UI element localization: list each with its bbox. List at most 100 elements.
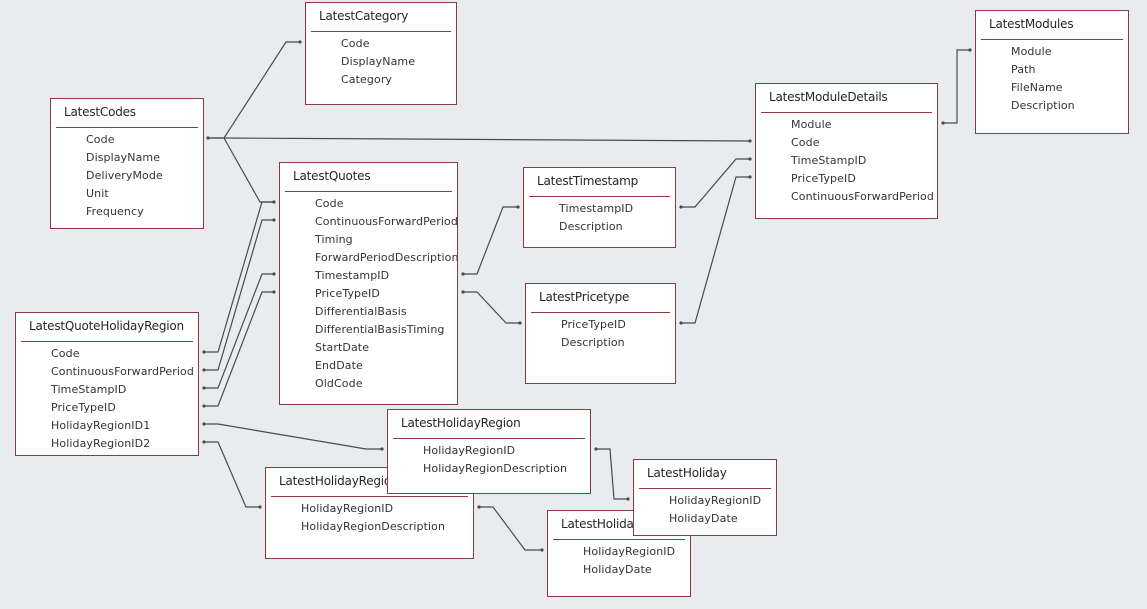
- field-item[interactable]: Code: [51, 347, 80, 360]
- relationship-line[interactable]: [596, 448, 628, 500]
- field-item[interactable]: TimeStampID: [791, 154, 867, 167]
- field-item[interactable]: PriceTypeID: [561, 318, 626, 331]
- field-item[interactable]: Description: [561, 336, 625, 349]
- relationship-line[interactable]: [204, 201, 274, 353]
- table-title[interactable]: LatestCodes: [64, 105, 136, 119]
- relationship-line[interactable]: [463, 206, 518, 275]
- field-item[interactable]: StartDate: [315, 341, 370, 354]
- field-list: PriceTypeID Description: [561, 316, 626, 352]
- table-title[interactable]: LatestTimestamp: [537, 174, 639, 188]
- field-item[interactable]: Code: [791, 136, 820, 149]
- table-title[interactable]: LatestPricetype: [539, 290, 630, 304]
- table-title[interactable]: LatestQuotes: [293, 169, 371, 183]
- field-item[interactable]: Module: [1011, 45, 1052, 58]
- field-item[interactable]: PriceTypeID: [315, 287, 380, 300]
- field-item[interactable]: DisplayName: [86, 151, 161, 164]
- field-item[interactable]: HolidayRegionDescription: [423, 462, 568, 475]
- field-item[interactable]: Code: [86, 133, 115, 146]
- relationship-line[interactable]: [204, 423, 382, 450]
- table-title[interactable]: LatestQuoteHolidayRegion: [29, 319, 184, 333]
- field-item[interactable]: Code: [315, 197, 344, 210]
- relationship-line[interactable]: [204, 273, 274, 389]
- relationship-line[interactable]: [223, 137, 274, 203]
- relationship-line[interactable]: [208, 137, 751, 142]
- field-list: HolidayRegionID HolidayRegionDescription: [423, 442, 567, 478]
- field-item[interactable]: HolidayDate: [583, 563, 652, 576]
- field-item[interactable]: Module: [791, 118, 832, 131]
- field-item[interactable]: ContinuousForwardPeriod: [315, 215, 458, 228]
- field-item[interactable]: Path: [1011, 63, 1036, 76]
- relationship-line[interactable]: [463, 291, 520, 324]
- relationship-line[interactable]: [479, 506, 542, 551]
- table-title[interactable]: LatestHoliday: [561, 517, 641, 531]
- field-item[interactable]: HolidayRegionDescription: [301, 520, 446, 533]
- table-title[interactable]: LatestCategory: [319, 9, 409, 23]
- title-divider: [56, 127, 198, 128]
- field-item[interactable]: TimestampID: [559, 202, 634, 215]
- field-item[interactable]: HolidayRegionID: [301, 502, 394, 515]
- field-item[interactable]: Code: [341, 37, 370, 50]
- table-title[interactable]: LatestHoliday: [647, 466, 727, 480]
- field-item[interactable]: TimestampID: [315, 269, 390, 282]
- title-divider: [553, 539, 685, 540]
- field-item[interactable]: Unit: [86, 187, 109, 200]
- field-item[interactable]: Frequency: [86, 205, 144, 218]
- table-title[interactable]: LatestHolidayRegion: [401, 416, 521, 430]
- title-divider: [285, 191, 452, 192]
- relationship-line[interactable]: [204, 219, 274, 371]
- field-item[interactable]: HolidayRegionID1: [51, 419, 151, 432]
- field-item[interactable]: HolidayDate: [669, 512, 738, 525]
- table-title[interactable]: LatestModules: [989, 17, 1074, 31]
- field-item[interactable]: EndDate: [315, 359, 363, 372]
- field-item[interactable]: DeliveryMode: [86, 169, 163, 182]
- relationship-line[interactable]: [204, 291, 274, 407]
- field-item[interactable]: OldCode: [315, 377, 363, 390]
- field-item[interactable]: ContinuousForwardPeriod: [51, 365, 194, 378]
- relationship-line[interactable]: [681, 158, 750, 208]
- field-item[interactable]: TimeStampID: [51, 383, 127, 396]
- title-divider: [761, 112, 932, 113]
- field-item[interactable]: DifferentialBasis: [315, 305, 407, 318]
- field-item[interactable]: HolidayRegionID: [583, 545, 676, 558]
- field-item[interactable]: FileName: [1011, 81, 1063, 94]
- field-item[interactable]: Timing: [315, 233, 353, 246]
- relationship-line[interactable]: [204, 441, 260, 508]
- field-item[interactable]: Description: [559, 220, 623, 233]
- field-item[interactable]: PriceTypeID: [51, 401, 116, 414]
- relationship-line[interactable]: [943, 49, 970, 124]
- relationship-line[interactable]: [208, 41, 300, 139]
- field-item[interactable]: Description: [1011, 99, 1075, 112]
- field-item[interactable]: ForwardPeriodDescription: [315, 251, 459, 264]
- field-item[interactable]: Category: [341, 73, 393, 86]
- field-item[interactable]: HolidayRegionID: [423, 444, 516, 457]
- table-title[interactable]: LatestModuleDetails: [769, 90, 888, 104]
- field-item[interactable]: HolidayRegionID2: [51, 437, 151, 450]
- field-list: HolidayRegionID HolidayDate: [583, 543, 675, 579]
- field-item[interactable]: HolidayRegionID: [669, 494, 762, 507]
- field-item[interactable]: ContinuousForwardPeriod: [791, 190, 934, 203]
- title-divider: [529, 196, 670, 197]
- relationship-line[interactable]: [681, 176, 750, 324]
- field-item[interactable]: DifferentialBasisTiming: [315, 323, 445, 336]
- table-title[interactable]: LatestHolidayRegion: [279, 474, 399, 488]
- field-item[interactable]: DisplayName: [341, 55, 416, 68]
- field-item[interactable]: PriceTypeID: [791, 172, 856, 185]
- title-divider: [271, 496, 468, 497]
